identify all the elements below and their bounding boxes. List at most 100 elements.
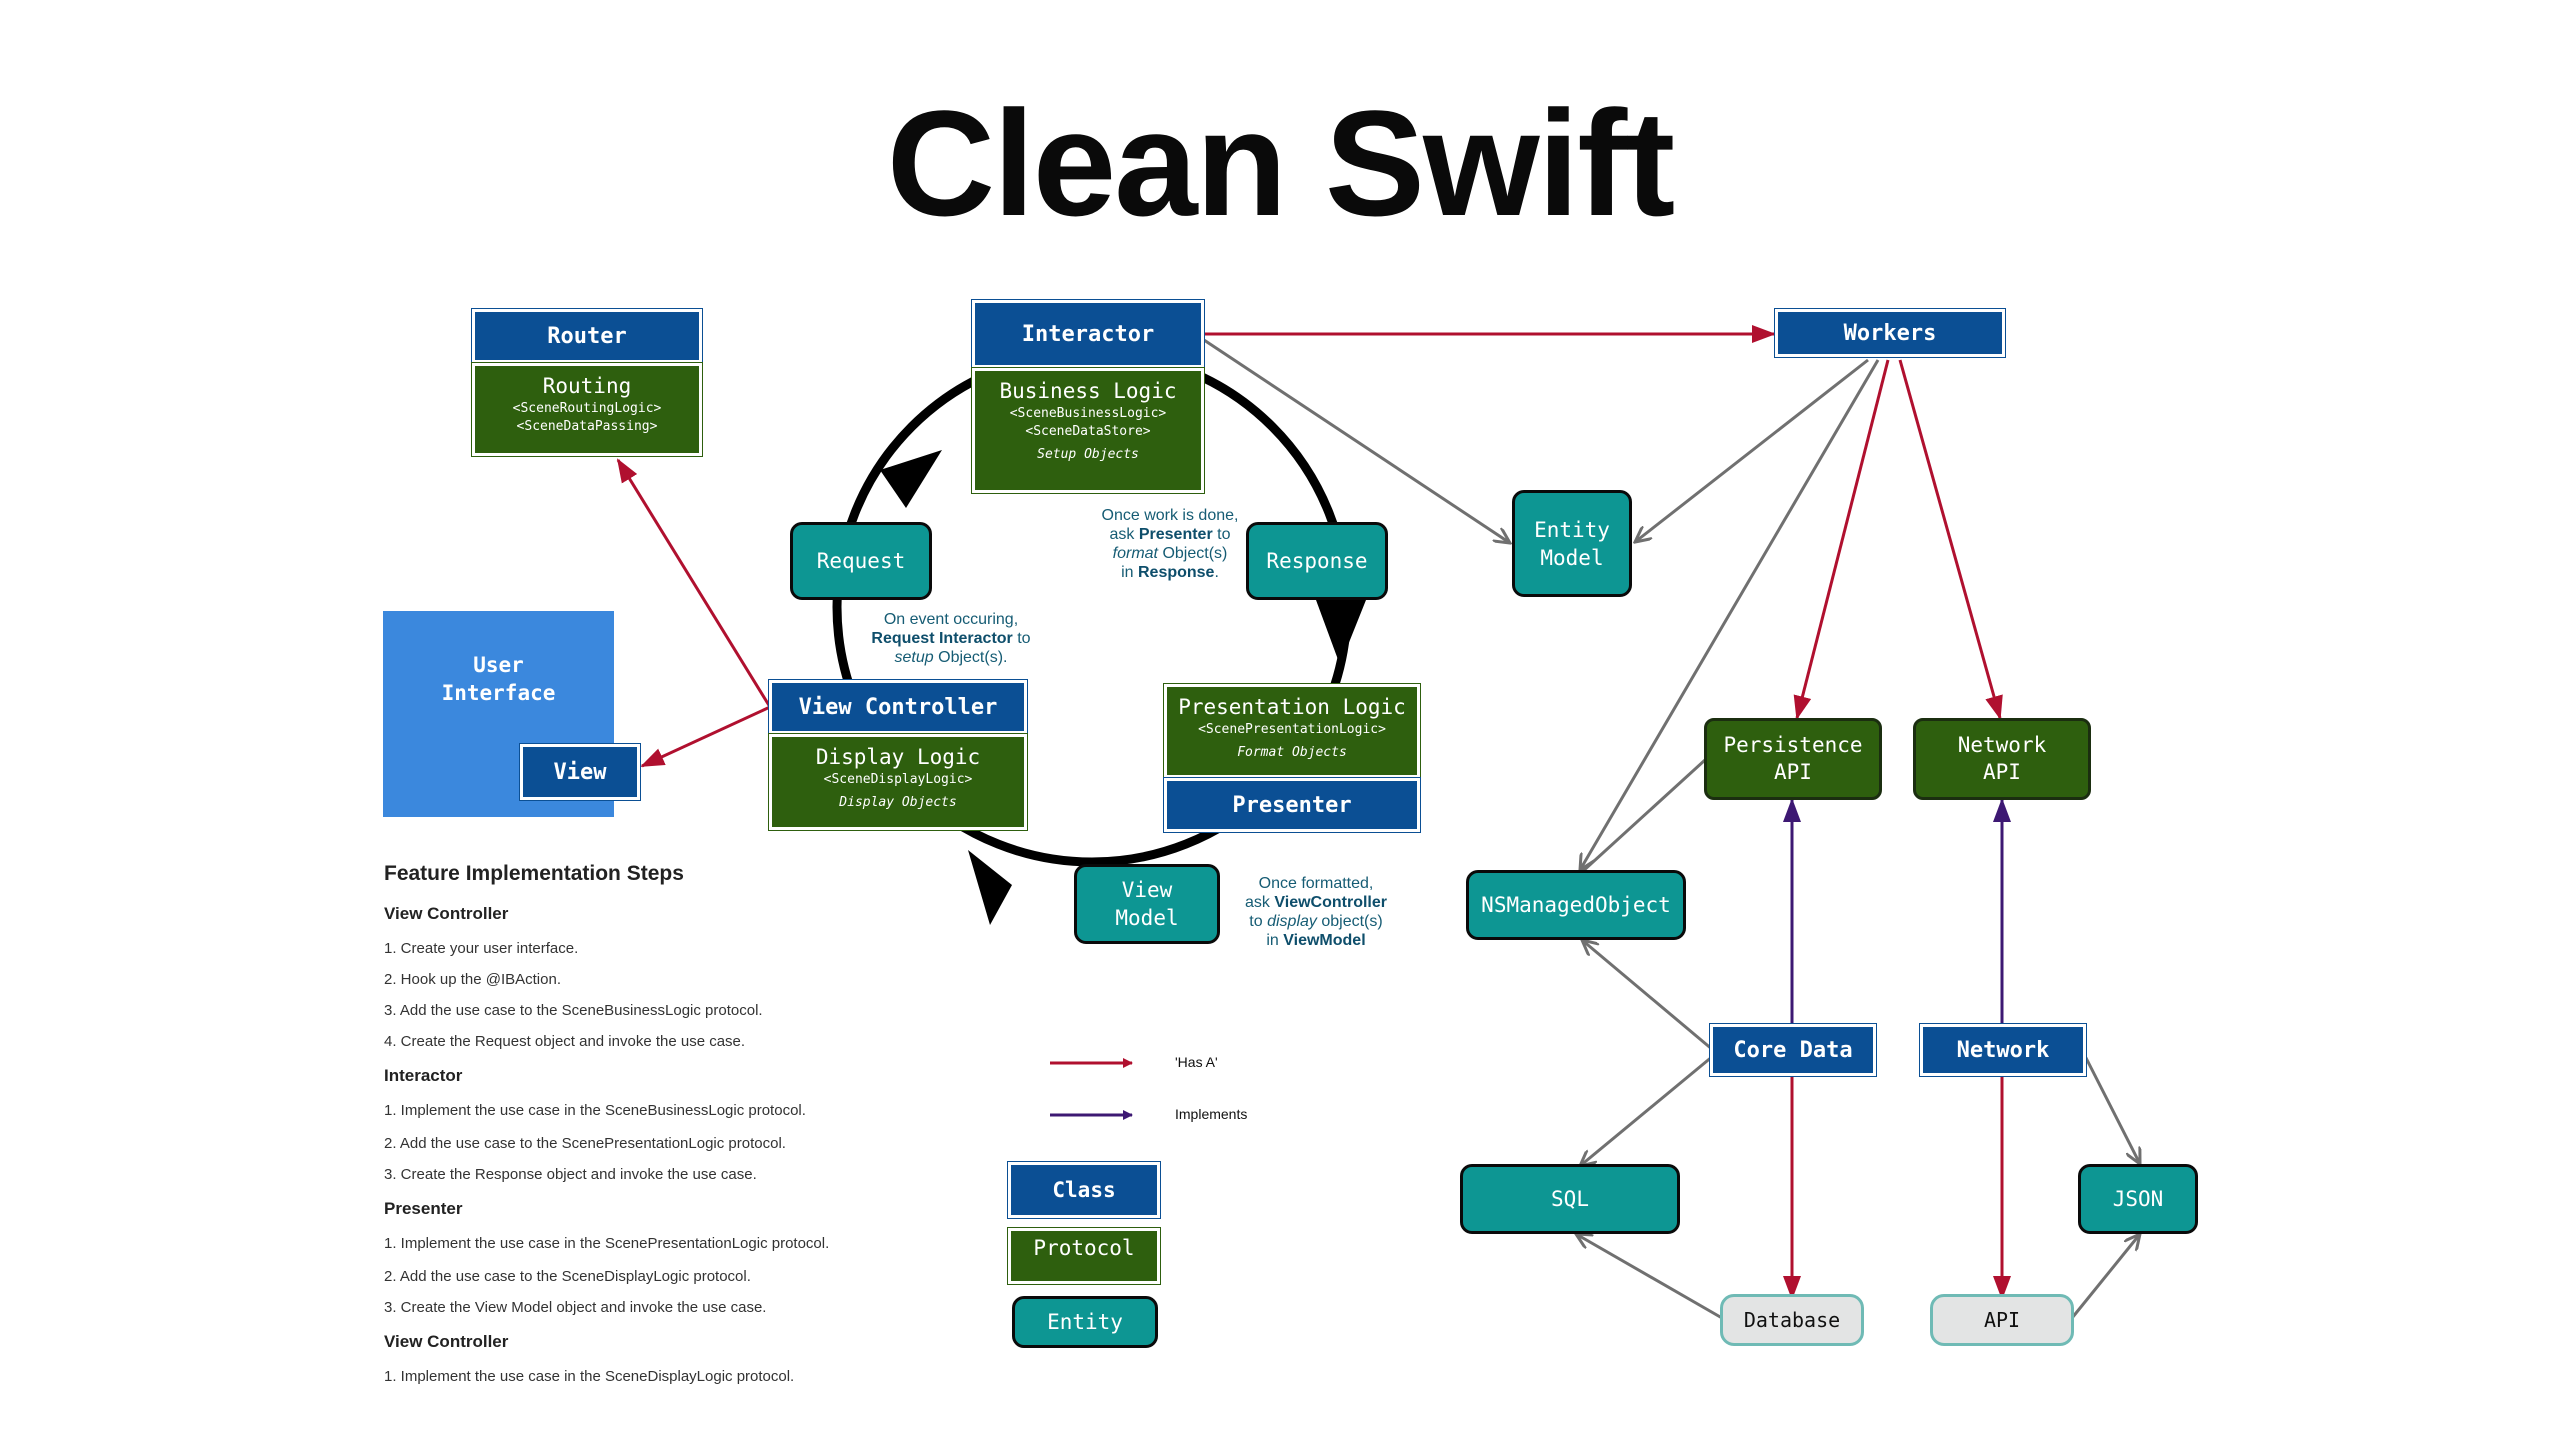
has-a-viewcontroller-router — [616, 458, 772, 708]
note-text: Object(s) — [1158, 545, 1228, 562]
note-text: ask — [1109, 526, 1139, 543]
view-class: View — [519, 743, 641, 801]
page-title: Clean Swift — [886, 79, 1675, 247]
interactor-protocol: Business Logic <SceneBusinessLogic> <Sce… — [971, 367, 1205, 494]
steps-section-title: Interactor — [384, 1066, 463, 1085]
note-emphasis: ViewModel — [1283, 932, 1366, 949]
has-a-workers-network — [1898, 359, 2003, 720]
interactor-objects: Setup Objects — [1037, 447, 1139, 462]
legend-class: Class — [1007, 1161, 1161, 1219]
coredata-sql — [1580, 1054, 1714, 1166]
request-note: On event occuring, Request Interactor to… — [856, 610, 1046, 667]
entity-model: Entity Model — [1512, 490, 1632, 597]
user-interface-label: User Interface — [441, 653, 556, 705]
step-item: 4. Create the Request object and invoke … — [384, 1033, 746, 1050]
response-entity: Response — [1246, 522, 1388, 600]
router-protocol-item: <SceneDataPassing> — [516, 419, 658, 434]
network-api: Network API — [1913, 718, 2091, 800]
legend-implements-label: Implements — [1175, 1106, 1248, 1122]
step-item: 2. Add the use case to the SceneDisplayL… — [384, 1268, 751, 1285]
sql-entity: SQL — [1460, 1164, 1680, 1234]
interactor-class: Interactor — [971, 299, 1205, 369]
router-class: Router — [471, 308, 703, 364]
router-protocol-item: <SceneRoutingLogic> — [512, 401, 662, 416]
view-controller-class: View Controller — [768, 679, 1028, 735]
note-line: On event occuring, — [883, 611, 1019, 628]
note-emphasis: Request Interactor — [871, 630, 1013, 647]
note-italic: format — [1112, 545, 1158, 562]
cycle-arrowhead — [880, 450, 942, 508]
steps-section-title: View Controller — [384, 1332, 509, 1351]
interactor-protocol-title: Business Logic — [999, 379, 1177, 403]
feature-steps: Feature Implementation Steps View Contro… — [384, 862, 984, 1385]
note-text: Object(s). — [933, 649, 1008, 666]
cycle-arrowhead — [968, 850, 1012, 925]
note-emphasis: Presenter — [1138, 526, 1213, 543]
note-text: to — [1212, 526, 1231, 543]
router-protocol-title: Routing — [542, 374, 632, 398]
has-a-workers-persistence — [1793, 359, 1890, 720]
api-node: API — [1930, 1294, 2074, 1346]
step-item: 3. Add the use case to the SceneBusiness… — [384, 1002, 763, 1019]
has-a-viewcontroller-view — [640, 705, 771, 768]
interactor-protocol-item: <SceneBusinessLogic> — [1009, 406, 1167, 421]
network-json — [2081, 1051, 2140, 1164]
steps-heading: Feature Implementation Steps — [384, 862, 684, 885]
json-entity: JSON — [2078, 1164, 2198, 1234]
viewmodel-note: Once formatted, ask ViewController to di… — [1226, 874, 1406, 950]
note-emphasis: Response — [1137, 564, 1215, 581]
step-item: 2. Hook up the @IBAction. — [384, 971, 561, 988]
presenter-class: Presenter — [1163, 777, 1421, 833]
note-text: to — [1012, 630, 1031, 647]
view-controller-protocol: Display Logic <SceneDisplayLogic> Displa… — [768, 733, 1028, 831]
steps-section-title: View Controller — [384, 904, 509, 923]
interactor-entitymodel — [1203, 338, 1510, 543]
nsmanagedobject-entity: NSManagedObject — [1466, 870, 1686, 940]
note-text: . — [1214, 564, 1219, 581]
workers-nsmanagedobject — [1580, 359, 1880, 870]
workers-class: Workers — [1774, 308, 2006, 358]
legend-entity: Entity — [1012, 1296, 1158, 1348]
note-italic: display — [1267, 913, 1317, 930]
database-node: Database — [1720, 1294, 1864, 1346]
interactor-protocol-item: <SceneDataStore> — [1025, 424, 1151, 439]
persistence-api: Persistence API — [1704, 718, 1882, 800]
note-italic: setup — [894, 649, 934, 666]
presenter-protocol: Presentation Logic <ScenePresentationLog… — [1163, 683, 1421, 779]
step-item: 1. Implement the use case in the SceneDi… — [384, 1368, 795, 1385]
database-sql — [1576, 1234, 1723, 1320]
note-text: in — [1121, 564, 1138, 581]
api-json — [2070, 1234, 2140, 1319]
note-line: Once work is done, — [1101, 507, 1239, 524]
view-controller-protocol-title: Display Logic — [815, 745, 981, 769]
note-line: Once formatted, — [1258, 875, 1374, 892]
step-item: 2. Add the use case to the ScenePresenta… — [384, 1135, 786, 1152]
note-text: object(s) — [1316, 913, 1383, 930]
presenter-objects: Format Objects — [1237, 745, 1347, 760]
network-class: Network — [1919, 1023, 2087, 1077]
view-controller-protocol-item: <SceneDisplayLogic> — [823, 772, 973, 787]
view-model-entity: View Model — [1074, 864, 1220, 944]
response-note: Once work is done, ask Presenter to form… — [1080, 506, 1260, 582]
coredata-nsmanagedobject — [1582, 940, 1714, 1052]
cycle-arrowhead — [1316, 600, 1366, 665]
note-text: to — [1249, 913, 1268, 930]
step-item: 1. Create your user interface. — [384, 940, 579, 957]
note-text: ask — [1245, 894, 1275, 911]
view-controller-objects: Display Objects — [839, 795, 957, 810]
legend-has-a-label: 'Has A' — [1175, 1054, 1218, 1070]
core-data-class: Core Data — [1709, 1023, 1877, 1077]
persistence-nsmanagedobject — [1580, 758, 1707, 874]
presenter-protocol-item: <ScenePresentationLogic> — [1198, 722, 1386, 737]
step-item: 3. Create the View Model object and invo… — [384, 1299, 767, 1316]
steps-section-title: Presenter — [384, 1199, 463, 1218]
presenter-protocol-title: Presentation Logic — [1178, 695, 1406, 719]
request-entity: Request — [790, 522, 932, 600]
note-emphasis: ViewController — [1274, 894, 1387, 911]
note-text: in — [1266, 932, 1284, 949]
legend-protocol: Protocol — [1007, 1227, 1161, 1285]
step-item: 1. Implement the use case in the SceneBu… — [384, 1102, 806, 1119]
step-item: 1. Implement the use case in the ScenePr… — [384, 1235, 830, 1252]
workers-entitymodel — [1635, 358, 1869, 542]
